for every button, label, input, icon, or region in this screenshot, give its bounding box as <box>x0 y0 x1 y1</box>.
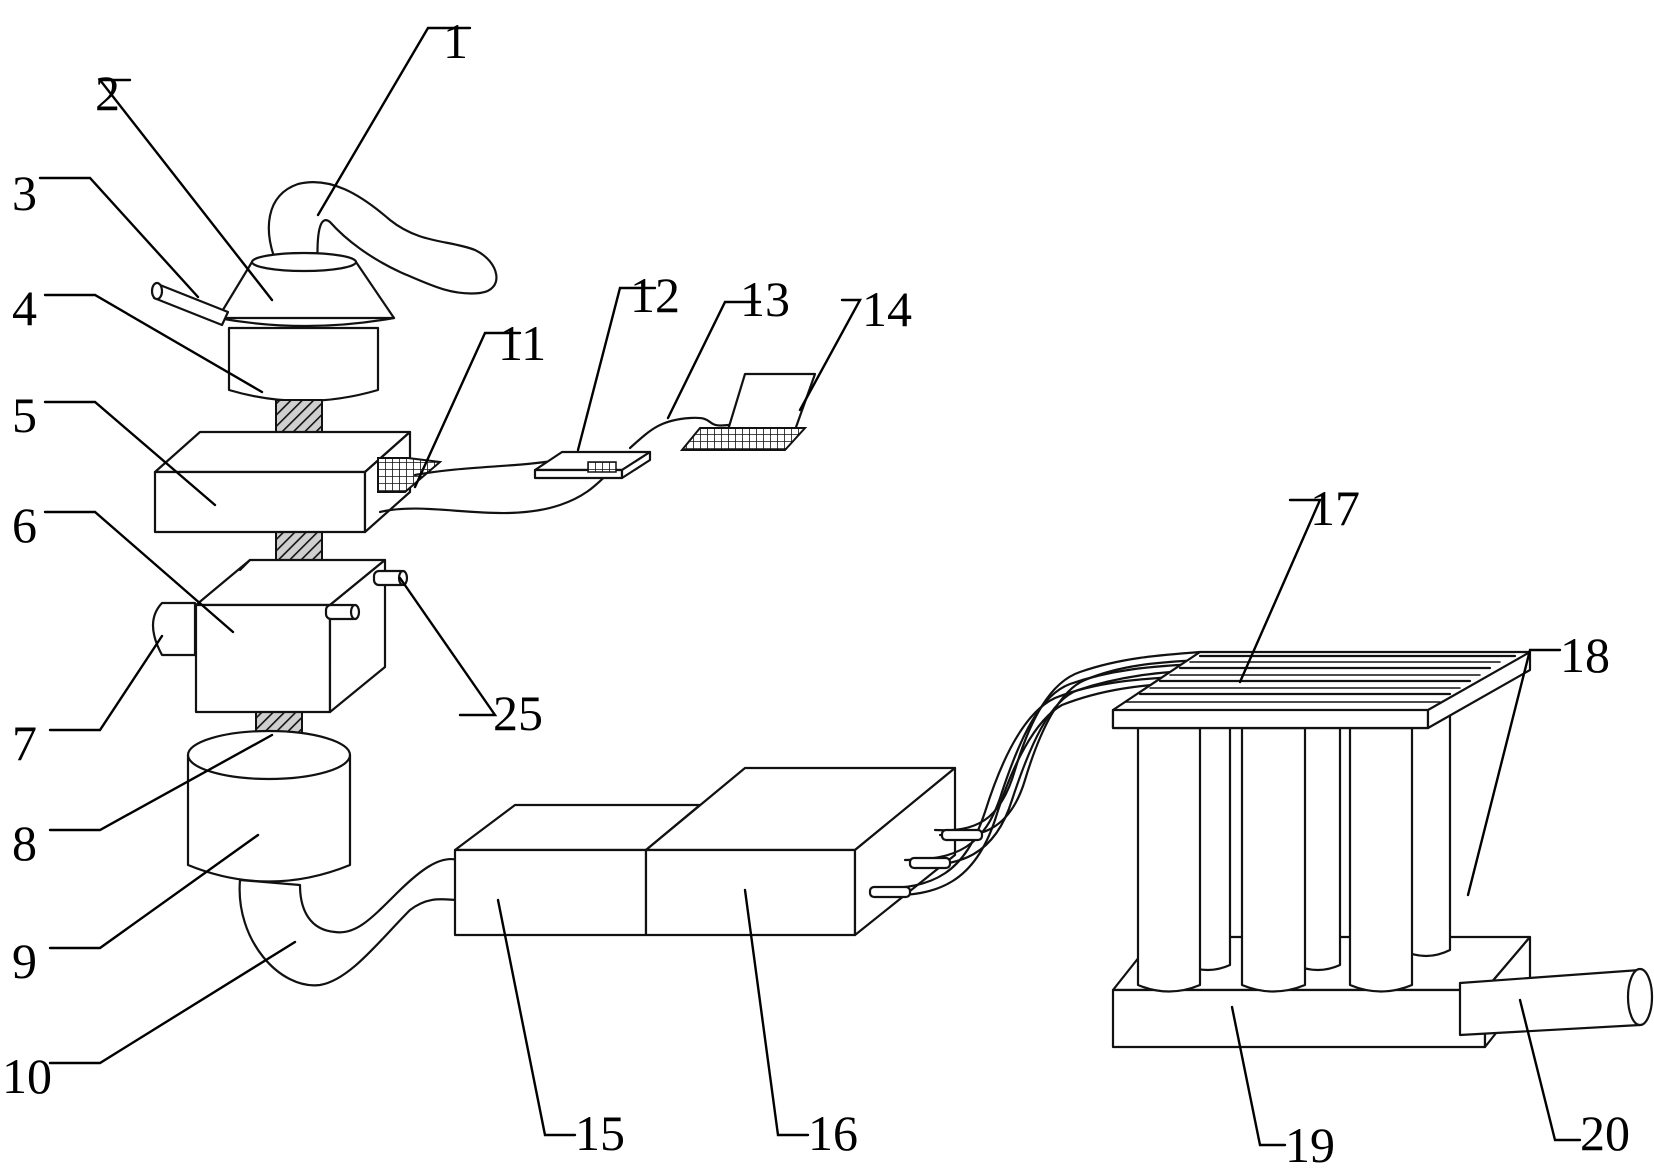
label-2: 2 <box>95 65 120 121</box>
part-1-hose <box>267 181 498 295</box>
leader-lines <box>38 26 1582 1147</box>
label-17: 17 <box>1310 480 1360 536</box>
label-3: 3 <box>12 165 37 221</box>
label-7: 7 <box>12 715 37 771</box>
label-20: 20 <box>1580 1105 1630 1161</box>
part-2-cone-cap <box>216 251 396 328</box>
label-19: 19 <box>1285 1117 1335 1173</box>
label-11: 11 <box>498 315 546 371</box>
part-3-side-tube <box>150 281 230 327</box>
part-17-panel <box>1111 650 1532 730</box>
label-25: 25 <box>493 685 543 741</box>
part-4-cylinder <box>227 326 380 403</box>
label-13: 13 <box>740 271 790 327</box>
part-15-box <box>453 803 702 937</box>
part-10-hose <box>238 857 460 987</box>
label-9: 9 <box>12 933 37 989</box>
label-10: 10 <box>2 1048 52 1104</box>
label-16: 16 <box>808 1105 858 1161</box>
label-5: 5 <box>12 387 37 443</box>
label-14: 14 <box>862 281 912 337</box>
part-16-box <box>644 766 957 937</box>
label-18: 18 <box>1560 627 1610 683</box>
tubes-16-to-17 <box>868 650 1202 899</box>
label-8: 8 <box>12 815 37 871</box>
label-6: 6 <box>12 497 37 553</box>
part-labels: 1 2 3 4 5 6 7 8 9 10 11 12 13 14 15 16 1… <box>2 13 1630 1173</box>
part-5-flat-box <box>153 430 412 534</box>
part-7-inlet-pipe <box>151 601 197 657</box>
part-25-outlet-nozzle <box>324 569 409 621</box>
label-15: 15 <box>575 1105 625 1161</box>
part-6-box <box>194 558 387 714</box>
label-12: 12 <box>630 267 680 323</box>
part-20-outlet-pipe <box>1458 967 1654 1037</box>
label-4: 4 <box>12 280 37 336</box>
part-9-pump <box>186 729 352 883</box>
part-11-connector <box>377 457 443 493</box>
part-14-laptop <box>679 372 817 451</box>
part-18-cylinders <box>1136 703 1452 993</box>
part-12-module <box>533 450 652 480</box>
label-1: 1 <box>443 13 468 69</box>
